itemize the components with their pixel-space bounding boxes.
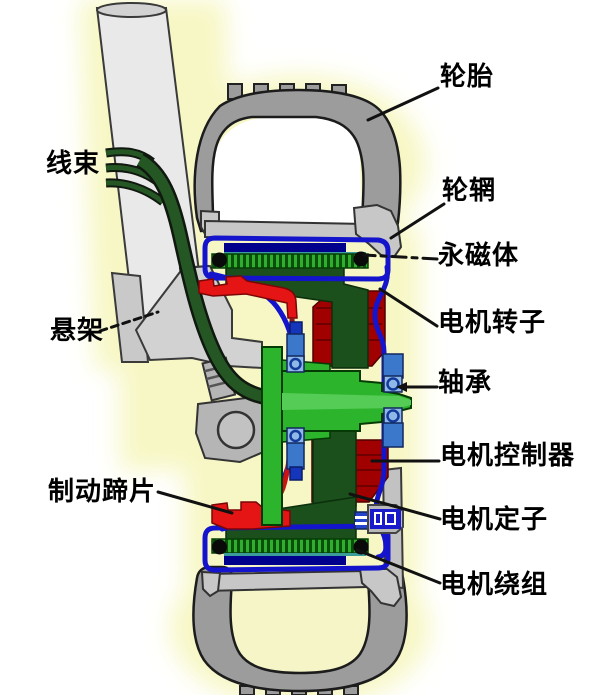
cable-terminal <box>354 504 404 534</box>
leader-brake-shoe <box>156 490 234 515</box>
label-brake-shoe: 制动蹄片 <box>48 476 157 506</box>
wire-harness <box>105 147 272 406</box>
leader-motor-winding <box>355 548 442 585</box>
bearing-upper-right <box>382 353 404 393</box>
leader-motor-stator <box>348 492 442 521</box>
strut-left-bracket <box>110 271 150 363</box>
label-motor-winding: 电机绕组 <box>440 569 549 599</box>
ball-joint-ball <box>216 410 256 450</box>
label-motor-stator: 电机定子 <box>440 504 549 534</box>
strut-top-cap <box>96 2 167 18</box>
leader-motor-rotor <box>378 287 439 328</box>
label-suspension: 悬架 <box>50 315 105 345</box>
hub-carrier <box>261 346 283 526</box>
label-motor-rotor: 电机转子 <box>438 307 547 337</box>
tire-bottom-interior <box>230 578 370 676</box>
permanent-magnet-top <box>224 243 346 252</box>
bearing-lower-left <box>286 427 305 481</box>
label-bearing: 轴承 <box>438 367 493 397</box>
label-harness: 线束 <box>46 148 101 178</box>
bearing-lower-right <box>382 407 404 448</box>
leader-suspension <box>98 310 160 333</box>
wheel-rim-bottom <box>200 568 403 608</box>
label-rim: 轮辋 <box>442 175 497 205</box>
tire-top <box>193 83 402 236</box>
motor-winding-top <box>211 243 369 269</box>
permanent-magnet-bottom <box>224 556 346 565</box>
leader-rim <box>389 202 446 240</box>
label-motor-controller: 电机控制器 <box>440 440 576 470</box>
wheel-rim-top <box>200 203 403 259</box>
motor-winding-bottom <box>211 538 369 565</box>
leader-bearing-arrowhead <box>396 382 407 392</box>
label-tire: 轮胎 <box>440 61 495 91</box>
tire-top-interior <box>213 118 362 224</box>
leader-tire <box>366 86 440 122</box>
bearing-upper-left <box>286 321 305 373</box>
leader-lines <box>98 86 446 585</box>
label-permanent-magnet: 永磁体 <box>438 240 520 270</box>
leader-permanent-magnet <box>362 253 439 261</box>
